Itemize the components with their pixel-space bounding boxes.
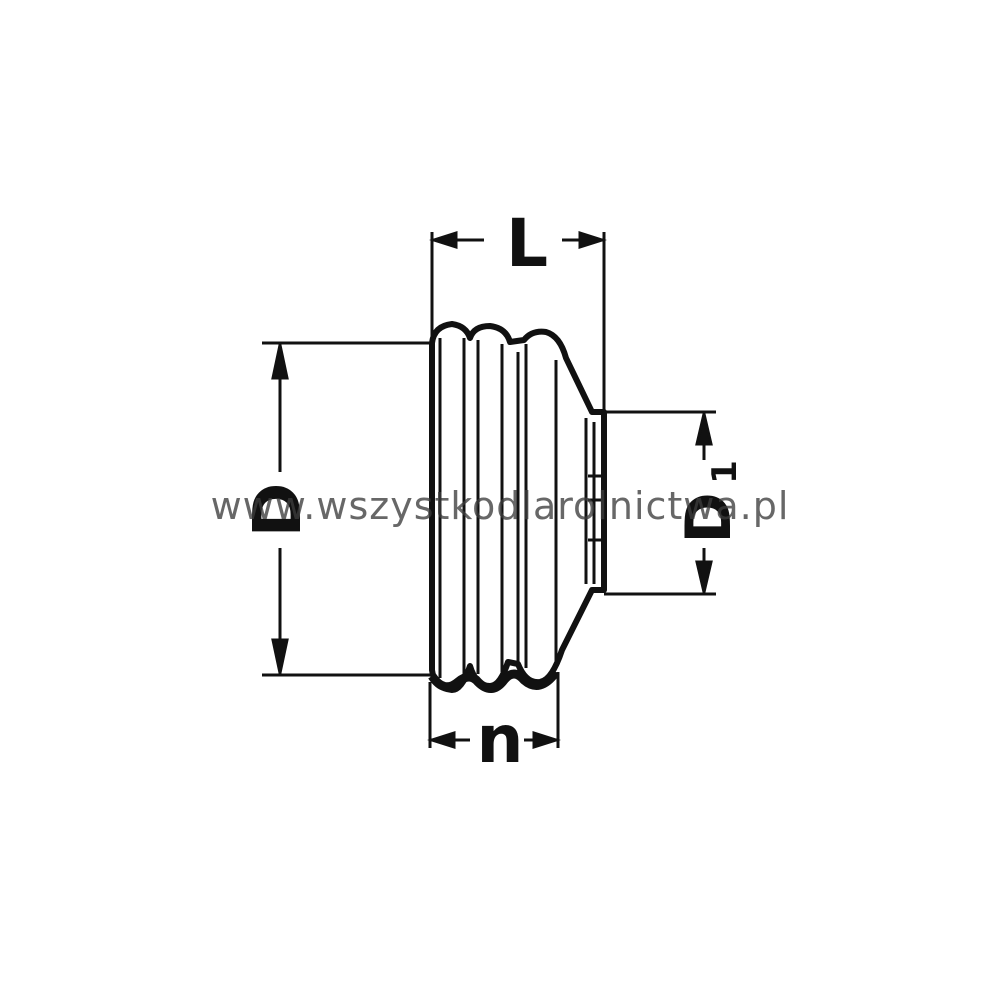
label-outer-diameter: D [239, 483, 316, 538]
label-ribs: n [477, 701, 524, 778]
arrowhead [271, 638, 289, 674]
label-inner-diameter: D 1 [672, 460, 745, 544]
watermark-text: www.wszystkodlarolnictwa.pl [210, 484, 790, 528]
arrowhead [695, 413, 713, 446]
bellows-outline [429, 321, 607, 693]
arrowhead [532, 730, 561, 750]
bellows-bottom-contour [428, 669, 560, 693]
arrowhead [429, 230, 458, 250]
arrowhead [427, 730, 456, 750]
arrowhead [271, 344, 289, 380]
label-inner-diameter-subscript: 1 [705, 460, 745, 484]
label-inner-diameter-main: D [672, 492, 745, 543]
bellows-body [429, 321, 607, 693]
dimension-outer-diameter [262, 341, 432, 677]
dimension-inner-diameter [604, 410, 716, 596]
dimension-length [429, 230, 607, 414]
dimension-ribs [427, 672, 561, 750]
arrowhead [578, 230, 607, 250]
label-length: L [506, 205, 548, 282]
arrowhead [695, 560, 713, 593]
